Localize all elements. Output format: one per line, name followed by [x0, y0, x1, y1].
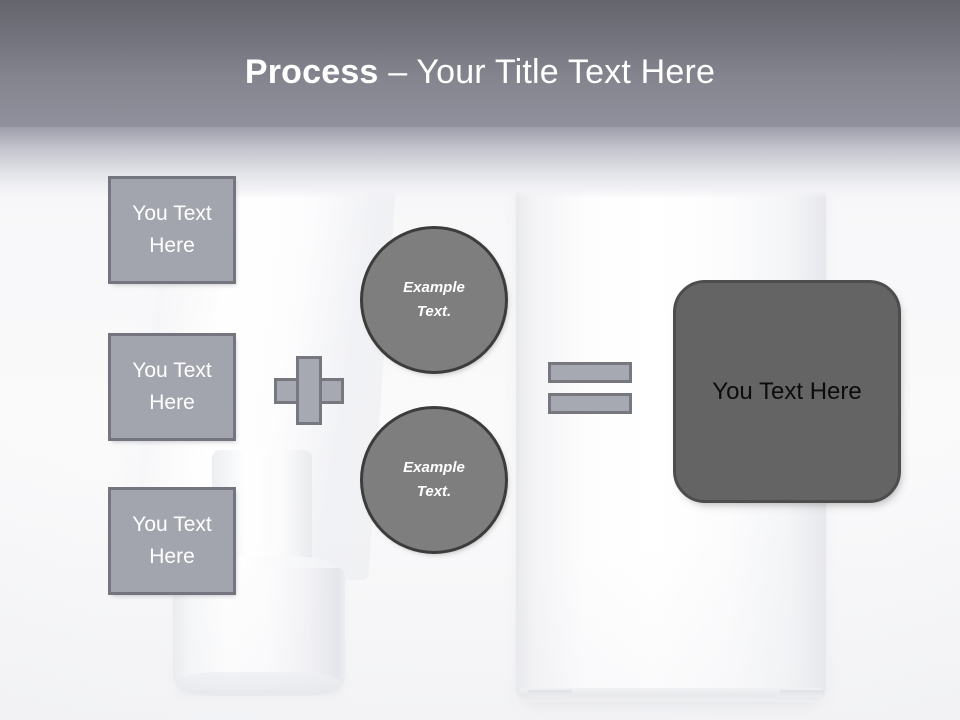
- equals-icon-top-bar: [548, 362, 632, 383]
- page-title-bold: Process: [244, 53, 379, 91]
- input-box-2-text: You Text Here: [132, 355, 211, 419]
- background-carton-foot-left: [528, 690, 572, 697]
- input-box-2-line1: You Text: [132, 359, 212, 382]
- input-box-1-line1: You Text: [132, 202, 212, 225]
- result-box-label: You Text Here: [712, 377, 862, 405]
- background-jar-base: [176, 672, 342, 696]
- equals-icon: [548, 362, 632, 414]
- example-circle-1-line2: Text.: [416, 303, 452, 320]
- equals-icon-bottom-bar: [548, 393, 632, 414]
- plus-icon: [274, 356, 344, 425]
- input-box-3-text: You Text Here: [132, 509, 211, 573]
- page-title: Process – Your Title Text Here: [0, 52, 960, 92]
- example-circle-2-line1: Example: [403, 459, 465, 476]
- input-box-3-line2: Here: [149, 545, 195, 568]
- plus-icon-center: [299, 381, 319, 401]
- input-box-3[interactable]: You Text Here: [108, 487, 236, 595]
- input-box-2[interactable]: You Text Here: [108, 333, 236, 441]
- input-box-1-text: You Text Here: [132, 198, 211, 262]
- result-box[interactable]: You Text Here: [673, 280, 901, 503]
- page-title-light: – Your Title Text Here: [378, 53, 716, 91]
- example-circle-2[interactable]: Example Text.: [360, 406, 508, 554]
- example-circle-2-line2: Text.: [416, 483, 452, 500]
- input-box-1-line2: Here: [149, 234, 195, 257]
- input-box-1[interactable]: You Text Here: [108, 176, 236, 284]
- input-box-3-line1: You Text: [132, 513, 212, 536]
- example-circle-1-line1: Example: [403, 279, 465, 296]
- input-box-2-line2: Here: [149, 391, 195, 414]
- title-bar: [0, 0, 960, 127]
- example-circle-1[interactable]: Example Text.: [360, 226, 508, 374]
- background-carton-foot-right: [780, 690, 824, 697]
